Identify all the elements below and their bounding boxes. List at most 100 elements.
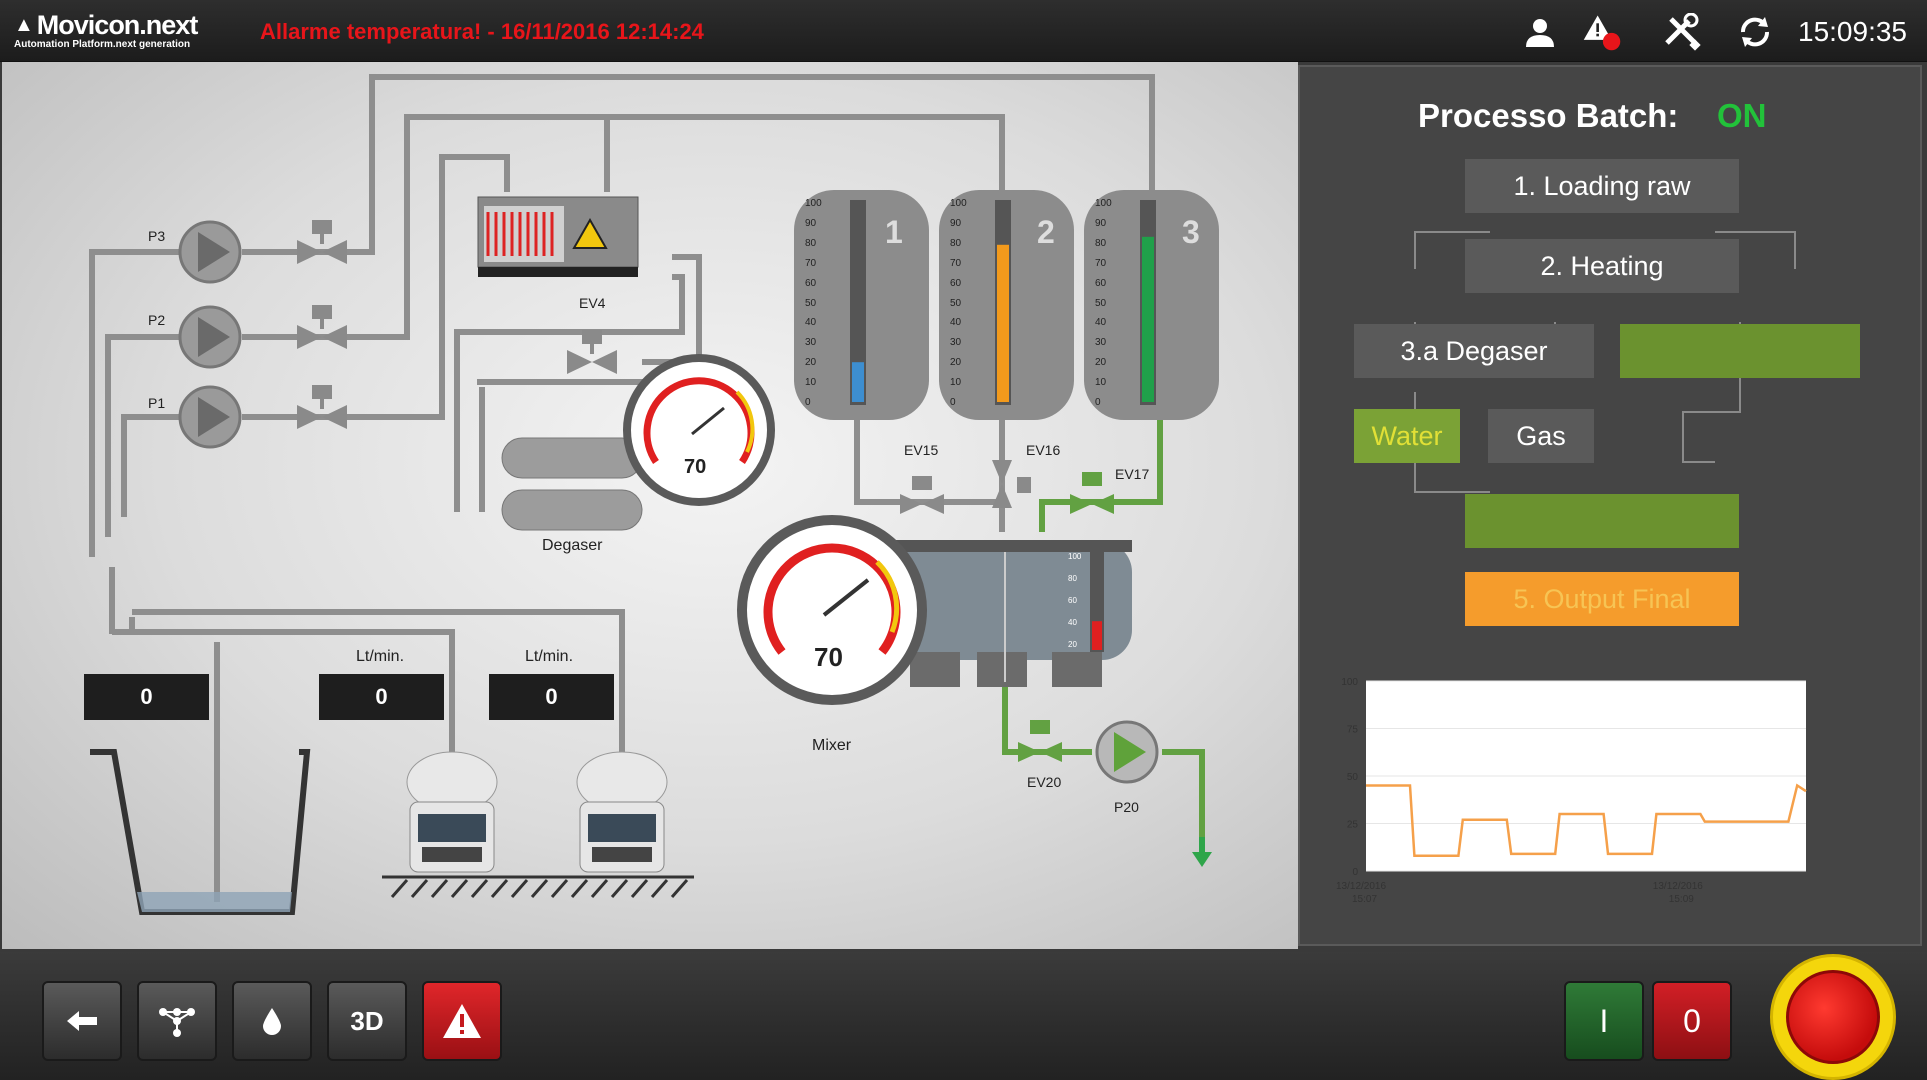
- step-water[interactable]: Water: [1354, 409, 1460, 463]
- tank-2-scale-tick: 0: [950, 397, 956, 408]
- tank-1-scale-tick: 10: [805, 377, 817, 389]
- network-button[interactable]: [137, 981, 217, 1061]
- label-p20: P20: [1114, 799, 1139, 815]
- tank-2-scale-tick: 100: [950, 198, 967, 209]
- start-button[interactable]: I: [1564, 981, 1644, 1061]
- tank-1-scale-tick: 50: [805, 297, 817, 309]
- stop-button[interactable]: 0: [1652, 981, 1732, 1061]
- tank-1-scale-tick: 60: [805, 277, 817, 289]
- logo-name: Movicon.next: [36, 10, 199, 40]
- label-ev20: EV20: [1027, 774, 1062, 790]
- valve-ev4[interactable]: [567, 330, 617, 374]
- tank-3[interactable]: [1084, 190, 1219, 420]
- plant-diagram: [89, 74, 1219, 915]
- tank-3-number: 3: [1182, 214, 1200, 250]
- tank-1-scale-tick: 70: [805, 257, 817, 269]
- logo-mark-icon: ▲: [14, 14, 34, 36]
- mixer-scale-tick: 20: [1068, 640, 1077, 649]
- tank-1-scale-tick: 100: [805, 198, 822, 209]
- tank-3-scale-tick: 40: [1095, 317, 1107, 329]
- valve-ev17[interactable]: [1070, 472, 1114, 514]
- tank-3-scale-tick: 60: [1095, 277, 1107, 289]
- tank-1-scale-tick: 0: [805, 397, 811, 408]
- truck-2[interactable]: [576, 751, 668, 873]
- alarm-bell-icon[interactable]: [1582, 12, 1622, 52]
- step-4[interactable]: [1465, 494, 1739, 548]
- pipe-valves[interactable]: [297, 220, 347, 429]
- step-output-final[interactable]: 5. Output Final: [1465, 572, 1739, 626]
- display-basin: 0: [84, 674, 209, 720]
- alarm-banner[interactable]: Allarme temperatura! - 16/11/2016 12:14:…: [260, 19, 704, 44]
- valve-ev20[interactable]: [1018, 720, 1062, 762]
- tank-1-scale-tick: 30: [805, 337, 817, 349]
- trend-x-time-label: 15:09: [1669, 894, 1694, 905]
- tank-3-scale-tick: 70: [1095, 257, 1107, 269]
- back-button[interactable]: [42, 981, 122, 1061]
- step-degaser[interactable]: 3.a Degaser: [1354, 324, 1594, 378]
- top-bar: ▲Movicon.next Automation Platform.next g…: [0, 0, 1927, 62]
- label-ev15: EV15: [904, 442, 939, 458]
- trend-y-tick-label: 0: [1352, 867, 1358, 878]
- main-area: P3 P2 P1 EV4 EV15 EV16 EV17 EV20 P20 Deg…: [0, 62, 1927, 952]
- water-drop-button[interactable]: [232, 981, 312, 1061]
- gauge-mixer-value: 70: [814, 642, 843, 672]
- tank-1-scale-tick: 80: [805, 237, 817, 249]
- truck-1[interactable]: [406, 751, 498, 873]
- mixer-scale-tick: 60: [1068, 596, 1077, 605]
- label-flow-unit-1: Lt/min.: [356, 648, 405, 665]
- display-flow-2: 0: [489, 674, 614, 720]
- step-3b[interactable]: [1620, 324, 1860, 378]
- emergency-stop-button[interactable]: [1770, 954, 1896, 1080]
- degaser-tanks[interactable]: [501, 437, 643, 531]
- trend-series-line: [1366, 783, 1807, 858]
- heater[interactable]: [477, 196, 639, 277]
- step-heating[interactable]: 2. Heating: [1465, 239, 1739, 293]
- trend-y-tick-label: 50: [1347, 772, 1359, 783]
- valve-ev15[interactable]: [900, 476, 944, 514]
- warning-icon: [443, 1004, 481, 1038]
- step-gas[interactable]: Gas: [1488, 409, 1594, 463]
- panel-title: Processo Batch:: [1418, 97, 1679, 134]
- mixer-scale-tick: 40: [1068, 618, 1077, 627]
- tank-3-scale-tick: 20: [1095, 357, 1107, 369]
- gauge-mixer: [737, 515, 927, 705]
- emergency-stop-knob[interactable]: [1786, 970, 1880, 1064]
- tank-3-scale-tick: 90: [1095, 217, 1107, 229]
- tank-2-scale-tick: 40: [950, 317, 962, 329]
- tank-2-scale-tick: 50: [950, 297, 962, 309]
- valve-ev16[interactable]: [992, 460, 1031, 508]
- label-mixer: Mixer: [812, 737, 852, 754]
- pump-p1[interactable]: [178, 385, 242, 449]
- trend-x-date-label: 13/12/2016: [1653, 881, 1703, 892]
- tank-2-scale-tick: 70: [950, 257, 962, 269]
- pump-p3[interactable]: [178, 220, 242, 284]
- trend-y-tick-label: 75: [1347, 725, 1359, 736]
- user-icon[interactable]: [1520, 12, 1560, 52]
- refresh-icon[interactable]: [1735, 12, 1775, 52]
- logo: ▲Movicon.next Automation Platform.next g…: [14, 10, 199, 50]
- tank-1[interactable]: [794, 190, 929, 420]
- tank-3-scale-tick: 80: [1095, 237, 1107, 249]
- mixer-tank[interactable]: [892, 540, 1132, 687]
- label-ev16: EV16: [1026, 442, 1061, 458]
- step-loading-raw[interactable]: 1. Loading raw: [1465, 159, 1739, 213]
- label-degaser: Degaser: [542, 537, 603, 554]
- back-arrow-icon: [67, 1011, 97, 1031]
- pump-p20[interactable]: [1095, 720, 1159, 784]
- alarm-button[interactable]: [422, 981, 502, 1061]
- tools-icon[interactable]: [1662, 12, 1702, 52]
- trend-x-date-label: 13/12/2016: [1336, 881, 1386, 892]
- tank-3-scale-tick: 0: [1095, 397, 1101, 408]
- view-3d-button[interactable]: 3D: [327, 981, 407, 1061]
- tank-2-scale-tick: 10: [950, 377, 962, 389]
- pump-p2[interactable]: [178, 305, 242, 369]
- network-icon: [159, 1008, 195, 1037]
- tank-1-scale-tick: 40: [805, 317, 817, 329]
- basin: [90, 749, 311, 915]
- gauge-degaser-value: 70: [684, 456, 707, 478]
- bottom-toolbar: 3D I 0: [0, 952, 1927, 1080]
- tank-1-scale-tick: 90: [805, 217, 817, 229]
- tank-2[interactable]: [939, 190, 1074, 420]
